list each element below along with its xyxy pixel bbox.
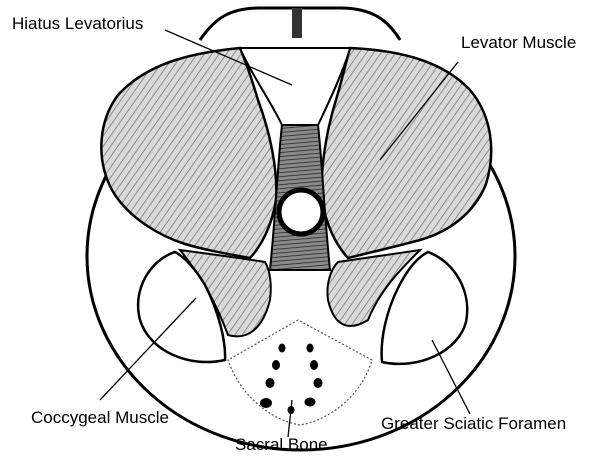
- sacral-foramen: [279, 344, 286, 353]
- median-raphe: [292, 8, 302, 38]
- anal-ring: [279, 190, 323, 234]
- label-coccygeal-muscle: Coccygeal Muscle: [31, 408, 169, 428]
- label-sacral-bone: Sacral Bone: [235, 435, 328, 455]
- sacral-foramen: [310, 360, 318, 370]
- label-levator-muscle: Levator Muscle: [461, 33, 576, 53]
- sacral-foramen: [266, 378, 275, 388]
- sacral-foramen: [260, 398, 272, 408]
- label-hiatus-levatorius: Hiatus Levatorius: [12, 14, 143, 34]
- sacral-foramen: [272, 360, 280, 370]
- label-greater-sciatic-foramen: Greater Sciatic Foramen: [381, 414, 566, 434]
- sacral-foramen: [305, 398, 316, 407]
- sacral-foramen: [314, 378, 323, 388]
- sacral-foramen: [307, 344, 314, 353]
